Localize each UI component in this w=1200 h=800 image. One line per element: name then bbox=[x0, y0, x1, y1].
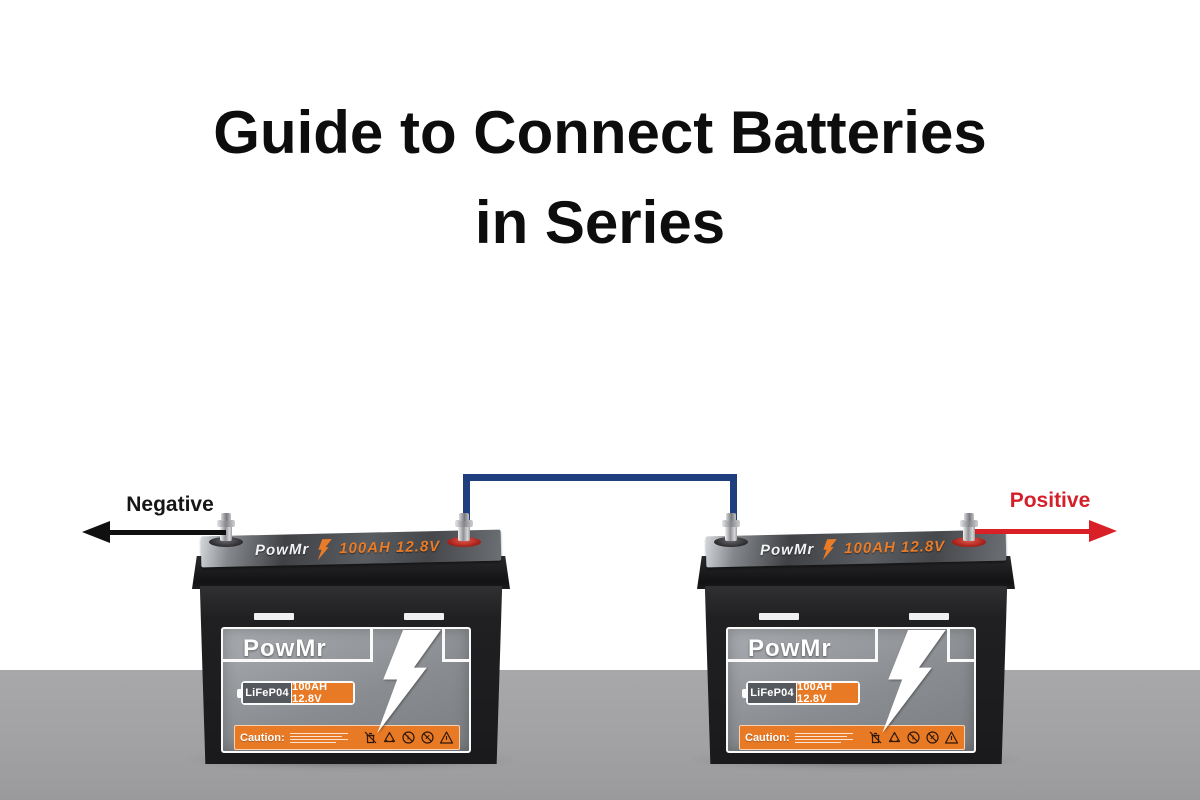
chemistry-label: LiFeP04 bbox=[243, 683, 291, 703]
positive-arrow-head-icon bbox=[1089, 520, 1117, 542]
label-step-line bbox=[947, 659, 974, 662]
no-shock-icon bbox=[402, 731, 415, 744]
battery-top-strip: PowMr 100AH 12.8V bbox=[200, 529, 502, 568]
page-title-line2: in Series bbox=[474, 189, 726, 256]
brand-logo: PowMr bbox=[748, 635, 832, 662]
lightning-bolt-icon bbox=[318, 538, 332, 560]
handle-indent bbox=[254, 613, 294, 620]
negative-terminal bbox=[713, 510, 749, 550]
negative-label: Negative bbox=[126, 493, 214, 516]
caution-strip: Caution: bbox=[739, 725, 965, 750]
battery-right: PowMr 100AH 12.8V PowMr LiFeP04 100AH 12… bbox=[687, 513, 1025, 768]
caution-fine-print bbox=[794, 732, 853, 743]
no-fire-icon bbox=[926, 731, 939, 744]
positive-arrow-line bbox=[975, 529, 1093, 534]
terminal-base bbox=[714, 537, 748, 547]
series-connection-wire bbox=[463, 474, 737, 532]
label-step-line bbox=[728, 659, 878, 662]
top-strip-spec: 100AH 12.8V bbox=[338, 537, 441, 558]
positive-terminal bbox=[446, 510, 482, 550]
capacity-voltage-label: 100AH 12.8V bbox=[291, 681, 353, 705]
negative-arrow-line bbox=[96, 530, 226, 535]
page-title: Guide to Connect Batteries in Series bbox=[0, 88, 1200, 268]
ground-floor bbox=[0, 670, 1200, 800]
spec-badge: LiFeP04 100AH 12.8V bbox=[237, 681, 355, 705]
badge-terminal-nub bbox=[742, 689, 747, 698]
terminal-base bbox=[447, 537, 481, 547]
battery-top-strip: PowMr 100AH 12.8V bbox=[705, 529, 1007, 568]
caution-icons bbox=[868, 730, 959, 745]
terminal-post bbox=[725, 525, 737, 541]
handle-indent bbox=[404, 613, 444, 620]
lightning-bolt-icon bbox=[823, 538, 837, 560]
caution-icons bbox=[363, 730, 454, 745]
caution-label: Caution: bbox=[240, 731, 285, 744]
spec-badge: LiFeP04 100AH 12.8V bbox=[742, 681, 860, 705]
terminal-post bbox=[458, 525, 470, 541]
label-step-line bbox=[442, 629, 445, 662]
hazard-warning-icon bbox=[944, 731, 959, 744]
lightning-bolt-icon bbox=[377, 630, 441, 733]
terminal-stud bbox=[459, 513, 469, 521]
terminal-post bbox=[220, 525, 232, 541]
terminal-post bbox=[963, 525, 975, 541]
terminal-stud bbox=[221, 513, 231, 521]
battery-front-label: PowMr LiFeP04 100AH 12.8V Caution: bbox=[726, 627, 976, 753]
terminal-base bbox=[209, 537, 243, 547]
handle-indent bbox=[759, 613, 799, 620]
terminal-stud bbox=[964, 513, 974, 521]
negative-terminal bbox=[208, 510, 244, 550]
battery-front-label: PowMr LiFeP04 100AH 12.8V Caution: bbox=[221, 627, 471, 753]
caution-strip: Caution: bbox=[234, 725, 460, 750]
top-strip-brand: PowMr bbox=[759, 540, 815, 560]
label-step-line bbox=[442, 659, 469, 662]
top-strip-brand: PowMr bbox=[254, 540, 310, 560]
badge-terminal-nub bbox=[237, 689, 242, 698]
caution-label: Caution: bbox=[745, 731, 790, 744]
lightning-bolt-icon bbox=[882, 630, 946, 733]
chemistry-label: LiFeP04 bbox=[748, 683, 796, 703]
positive-terminal bbox=[951, 510, 987, 550]
positive-label: Positive bbox=[1009, 489, 1091, 512]
no-shock-icon bbox=[907, 731, 920, 744]
no-trash-icon bbox=[364, 731, 377, 744]
handle-indent bbox=[909, 613, 949, 620]
terminal-nut bbox=[455, 520, 473, 527]
negative-arrow-head-icon bbox=[82, 521, 110, 543]
capacity-voltage-label: 100AH 12.8V bbox=[796, 681, 858, 705]
brand-logo: PowMr bbox=[243, 635, 327, 662]
battery-left: PowMr 100AH 12.8V PowMr LiFeP04 100AH 12… bbox=[182, 513, 520, 768]
terminal-nut bbox=[960, 520, 978, 527]
caution-fine-print bbox=[289, 732, 348, 743]
hazard-warning-icon bbox=[439, 731, 454, 744]
label-step-line bbox=[875, 629, 878, 662]
recycle-icon bbox=[383, 731, 396, 743]
terminal-stud bbox=[726, 513, 736, 521]
terminal-base bbox=[952, 537, 986, 547]
label-step-line bbox=[223, 659, 373, 662]
label-step-line bbox=[947, 629, 950, 662]
terminal-nut bbox=[722, 520, 740, 527]
label-step-line bbox=[370, 629, 373, 662]
page-title-line1: Guide to Connect Batteries bbox=[213, 99, 987, 166]
top-strip-spec: 100AH 12.8V bbox=[843, 537, 946, 558]
terminal-nut bbox=[217, 520, 235, 527]
no-trash-icon bbox=[869, 731, 882, 744]
recycle-icon bbox=[888, 731, 901, 743]
no-fire-icon bbox=[421, 731, 434, 744]
